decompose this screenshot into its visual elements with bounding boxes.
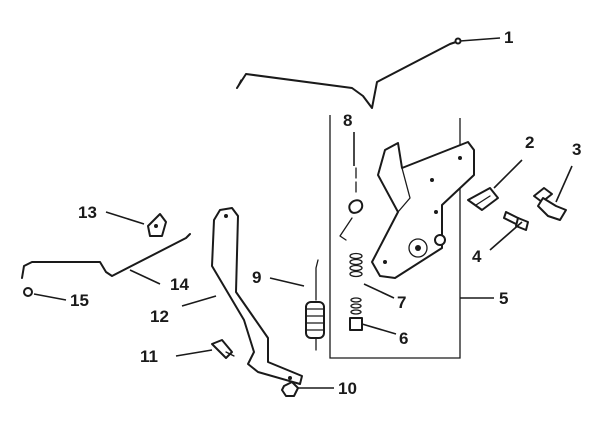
part-6-screw [349, 297, 363, 331]
part-15-nut [23, 287, 33, 297]
part-12-lever [211, 207, 303, 385]
callout-13: 13 [78, 203, 97, 222]
callout-3: 3 [572, 140, 581, 159]
leader-lines [33, 37, 573, 389]
part-13-clamp [147, 213, 167, 237]
callout-8: 8 [343, 111, 352, 130]
part-8-spring [339, 167, 364, 241]
callout-4: 4 [472, 247, 482, 266]
assembly-frame [329, 115, 461, 359]
callout-6: 6 [399, 329, 408, 348]
callout-12: 12 [150, 307, 169, 326]
part-1-link-rod [236, 37, 462, 109]
callout-9: 9 [252, 268, 261, 287]
callout-15: 15 [70, 291, 89, 310]
part-14-rod [21, 233, 191, 279]
callout-14: 14 [170, 275, 189, 294]
part-2-clip [467, 187, 499, 211]
callout-11: 11 [140, 347, 158, 366]
part-11-knob [211, 339, 235, 359]
callout-10: 10 [338, 379, 357, 398]
callout-7: 7 [397, 293, 406, 312]
callout-2: 2 [525, 133, 534, 152]
part-9-spring [305, 259, 325, 351]
part-5-control-plate [371, 141, 475, 279]
callout-1: 1 [504, 28, 513, 47]
part-7-spring [349, 252, 363, 278]
callout-5: 5 [499, 289, 508, 308]
part-3-bolt [533, 187, 567, 221]
part-4-screw [503, 211, 529, 231]
part-10-nut [281, 381, 299, 397]
